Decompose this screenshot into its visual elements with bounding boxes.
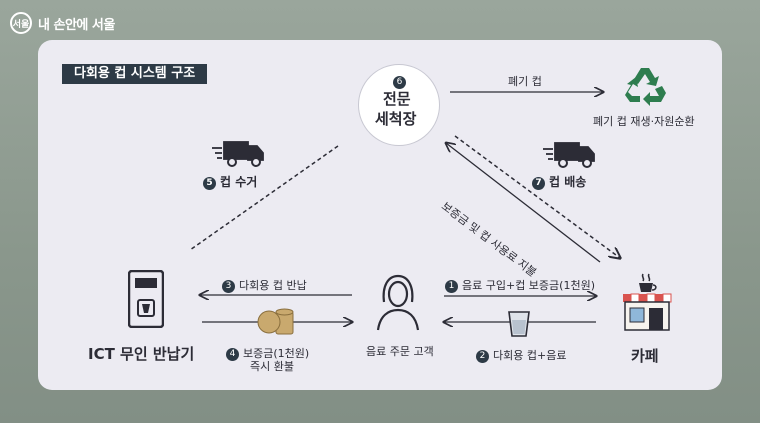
- number-badge: 6: [393, 76, 406, 89]
- step5-text: 컵 수거: [220, 175, 258, 189]
- waste-cup-label: 폐기 컵: [508, 75, 542, 88]
- step4-label: 4 보증금(1천원): [226, 345, 309, 361]
- truck-icon: [212, 141, 264, 167]
- truck-icon: [543, 142, 595, 168]
- cafe-icon: [623, 273, 672, 331]
- coins-icon: [257, 308, 294, 335]
- kiosk-label: ICT 무인 반납기: [88, 345, 195, 363]
- step7-label: 7 컵 배송: [532, 173, 586, 190]
- recycle-label: 폐기 컵 재생·자원순환: [593, 115, 695, 128]
- number-badge: 1: [445, 280, 458, 293]
- number-badge: 4: [226, 348, 239, 361]
- washing-facility-label-2: 세척장: [375, 110, 417, 128]
- washing-facility-number: 6: [393, 70, 410, 89]
- watermark: 서울 내 손안에 서울: [10, 10, 115, 36]
- number-badge: 5: [203, 177, 216, 190]
- person-icon: [376, 274, 420, 331]
- step5-label: 5 컵 수거: [203, 173, 257, 190]
- step3-label: 3 다회용 컵 반납: [222, 277, 307, 293]
- step2-text: 다회용 컵+음료: [493, 349, 567, 362]
- kiosk-icon: [128, 270, 164, 328]
- step2-label: 2 다회용 컵+음료: [476, 347, 566, 363]
- step4-text-2: 즉시 환불: [250, 360, 294, 373]
- step3-text: 다회용 컵 반납: [239, 279, 307, 292]
- number-badge: 3: [222, 280, 235, 293]
- diagram-title: 다회용 컵 시스템 구조: [62, 64, 208, 84]
- number-badge: 7: [532, 177, 545, 190]
- step7-text: 컵 배송: [549, 175, 587, 189]
- seoul-logo-icon: 서울: [10, 12, 32, 34]
- washing-facility-label-1: 전문: [383, 90, 411, 108]
- step1-label: 1 음료 구입+컵 보증금(1천원): [445, 277, 595, 293]
- customer-label: 음료 주문 고객: [366, 345, 434, 358]
- step1-text: 음료 구입+컵 보증금(1천원): [462, 279, 595, 292]
- cafe-label: 카페: [631, 347, 659, 365]
- cup-icon: [508, 311, 530, 337]
- recycle-icon: [625, 68, 666, 106]
- watermark-text: 내 손안에 서울: [38, 17, 115, 33]
- number-badge: 2: [476, 350, 489, 363]
- step4-text-1: 보증금(1천원): [243, 347, 310, 360]
